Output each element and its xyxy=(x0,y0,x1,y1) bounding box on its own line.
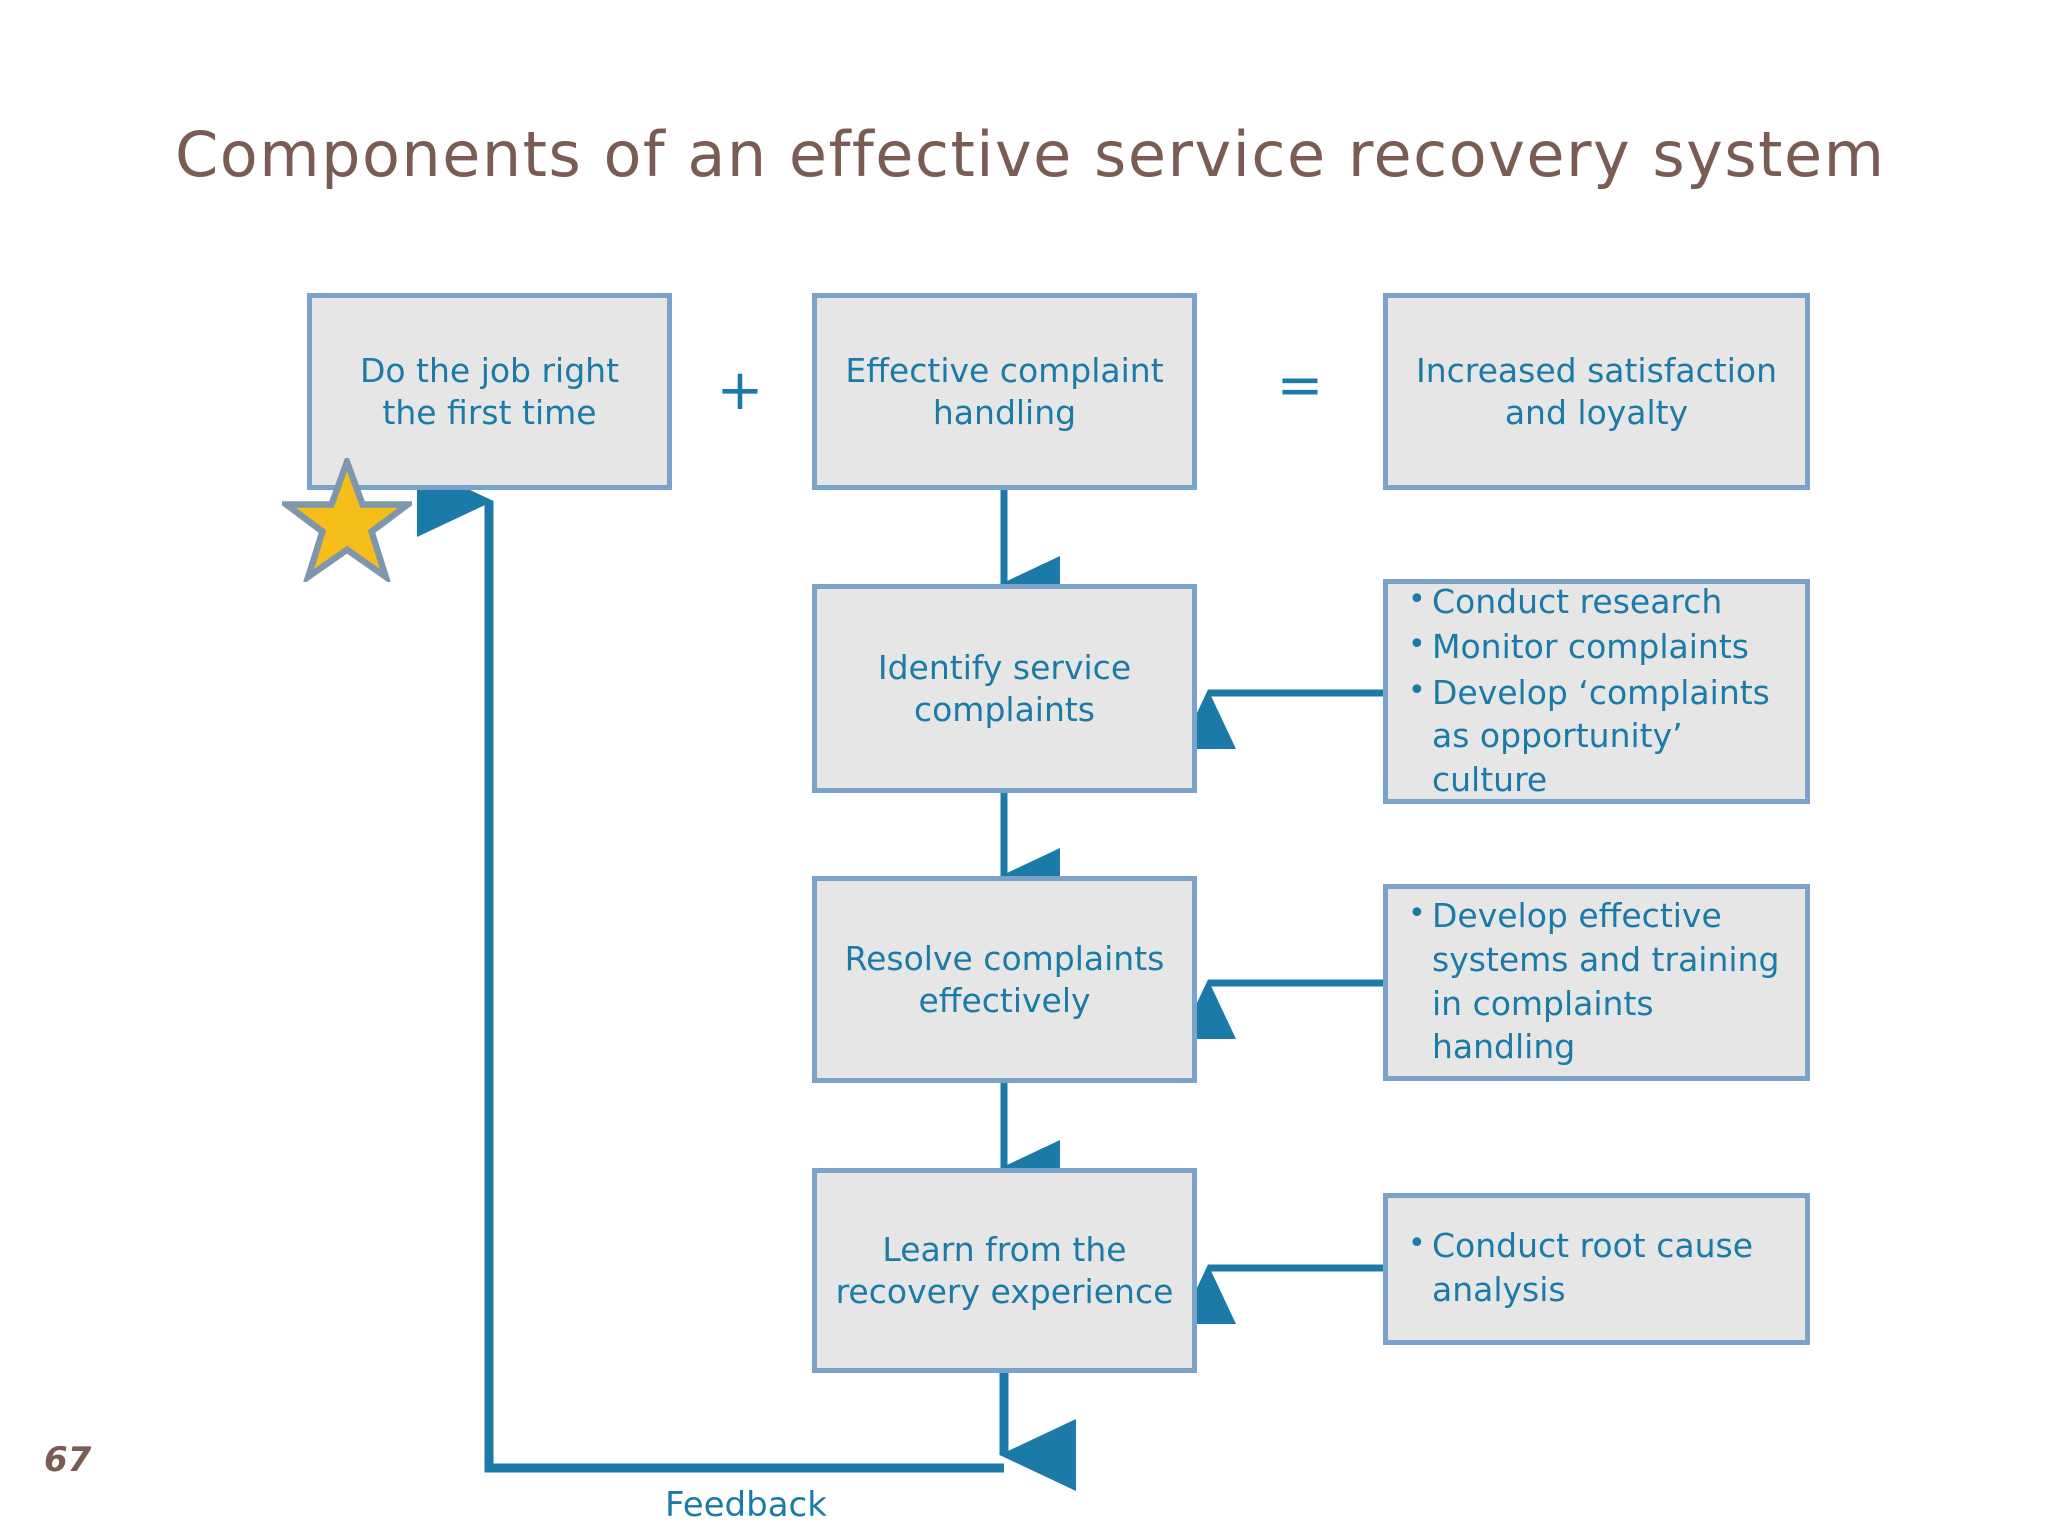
list-item: Monitor complaints xyxy=(1408,625,1791,669)
box-identify-service-complaints[interactable]: Identify service complaints xyxy=(812,584,1197,793)
box-learn-line1: Learn from the xyxy=(882,1230,1127,1270)
box-effective-handling-line2: handling xyxy=(932,392,1077,432)
box-effective-handling-line1: Effective complaint xyxy=(845,351,1164,391)
box-learn-from-recovery-experience[interactable]: Learn from the recovery experience xyxy=(812,1168,1197,1373)
box-resolve-line2: effectively xyxy=(918,980,1091,1020)
list-item: Conduct research xyxy=(1408,580,1791,624)
notes-box-identify[interactable]: Conduct research Monitor complaints Deve… xyxy=(1383,579,1810,804)
feedback-label: Feedback xyxy=(665,1485,827,1525)
plus-operator: + xyxy=(716,358,764,423)
box-do-the-job-right-line1: Do the job right xyxy=(359,351,620,391)
notes-box-resolve[interactable]: Develop effective systems and training i… xyxy=(1383,884,1810,1081)
box-do-the-job-right[interactable]: Do the job right the first time xyxy=(307,293,672,490)
list-item: Develop effective systems and training i… xyxy=(1408,894,1791,1068)
box-do-the-job-right-line2: the first time xyxy=(382,392,597,432)
box-identify-line1: Identify service xyxy=(877,648,1132,688)
notes-list-learn: Conduct root cause analysis xyxy=(1406,1224,1791,1313)
box-increased-satisfaction-and-loyalty[interactable]: Increased satisfaction and loyalty xyxy=(1383,293,1810,490)
box-effective-complaint-handling[interactable]: Effective complaint handling xyxy=(812,293,1197,490)
equals-operator: = xyxy=(1276,353,1324,418)
box-increased-satisfaction-line1: Increased satisfaction xyxy=(1415,351,1777,391)
box-resolve-line1: Resolve complaints xyxy=(844,939,1165,979)
notes-list-identify: Conduct research Monitor complaints Deve… xyxy=(1406,580,1791,804)
notes-list-resolve: Develop effective systems and training i… xyxy=(1406,894,1791,1070)
box-increased-satisfaction-line2: and loyalty xyxy=(1504,392,1689,432)
list-item: Develop ‘complaints as opportunity’ cult… xyxy=(1408,671,1791,802)
page-title: Components of an effective service recov… xyxy=(175,118,1886,191)
box-learn-line2: recovery experience xyxy=(835,1271,1174,1311)
notes-box-learn[interactable]: Conduct root cause analysis xyxy=(1383,1193,1810,1345)
page-number: 67 xyxy=(44,1440,92,1480)
box-identify-line2: complaints xyxy=(913,689,1096,729)
list-item: Conduct root cause analysis xyxy=(1408,1224,1791,1311)
box-resolve-complaints-effectively[interactable]: Resolve complaints effectively xyxy=(812,876,1197,1083)
star-icon xyxy=(282,458,412,582)
